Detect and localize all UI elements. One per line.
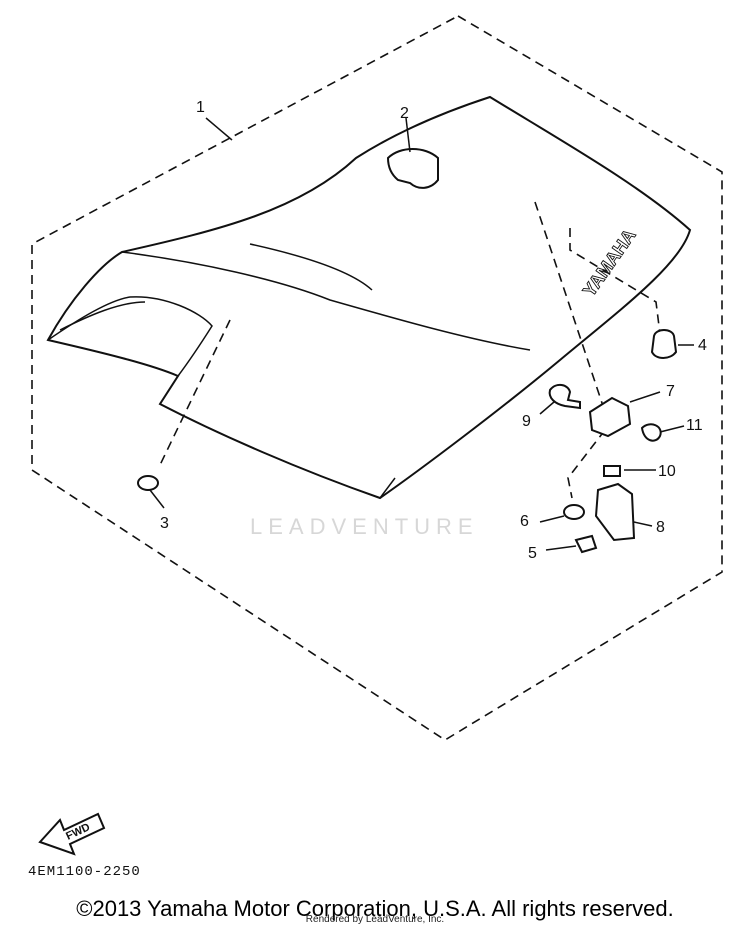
part-label: 10 xyxy=(658,463,676,480)
part-label: 3 xyxy=(160,515,169,532)
bolt-9 xyxy=(548,384,581,410)
part-label: 4 xyxy=(698,337,707,354)
damper-4 xyxy=(650,329,678,359)
assembly-boundary xyxy=(31,15,723,741)
clip-11 xyxy=(640,423,662,442)
part-label: 8 xyxy=(656,519,665,536)
part-label: 1 xyxy=(196,99,205,116)
bracket-7 xyxy=(588,396,632,438)
bolt-5 xyxy=(574,534,598,554)
fwd-arrow-icon: FWD xyxy=(38,812,106,856)
part-label: 9 xyxy=(522,413,531,430)
part-label: 7 xyxy=(666,383,675,400)
part-label: 5 xyxy=(528,545,537,562)
part-code: 4EM1100-2250 xyxy=(28,864,141,880)
grommet-3 xyxy=(137,475,159,491)
washer-6 xyxy=(563,504,585,520)
part-label: 11 xyxy=(686,417,703,434)
part-label: 6 xyxy=(520,513,529,530)
lock-8 xyxy=(594,482,636,542)
spring-10 xyxy=(603,465,621,477)
seat-hook xyxy=(386,148,439,189)
rendered-by-note: Rendered by LeadVenture, Inc. xyxy=(305,914,445,925)
seat: YAMAHA xyxy=(46,95,692,500)
watermark: LEADVENTURE xyxy=(250,514,479,539)
copyright-notice: ©2013 Yamaha Motor Corporation, U.S.A. A… xyxy=(76,896,674,921)
part-label: 2 xyxy=(400,105,409,122)
